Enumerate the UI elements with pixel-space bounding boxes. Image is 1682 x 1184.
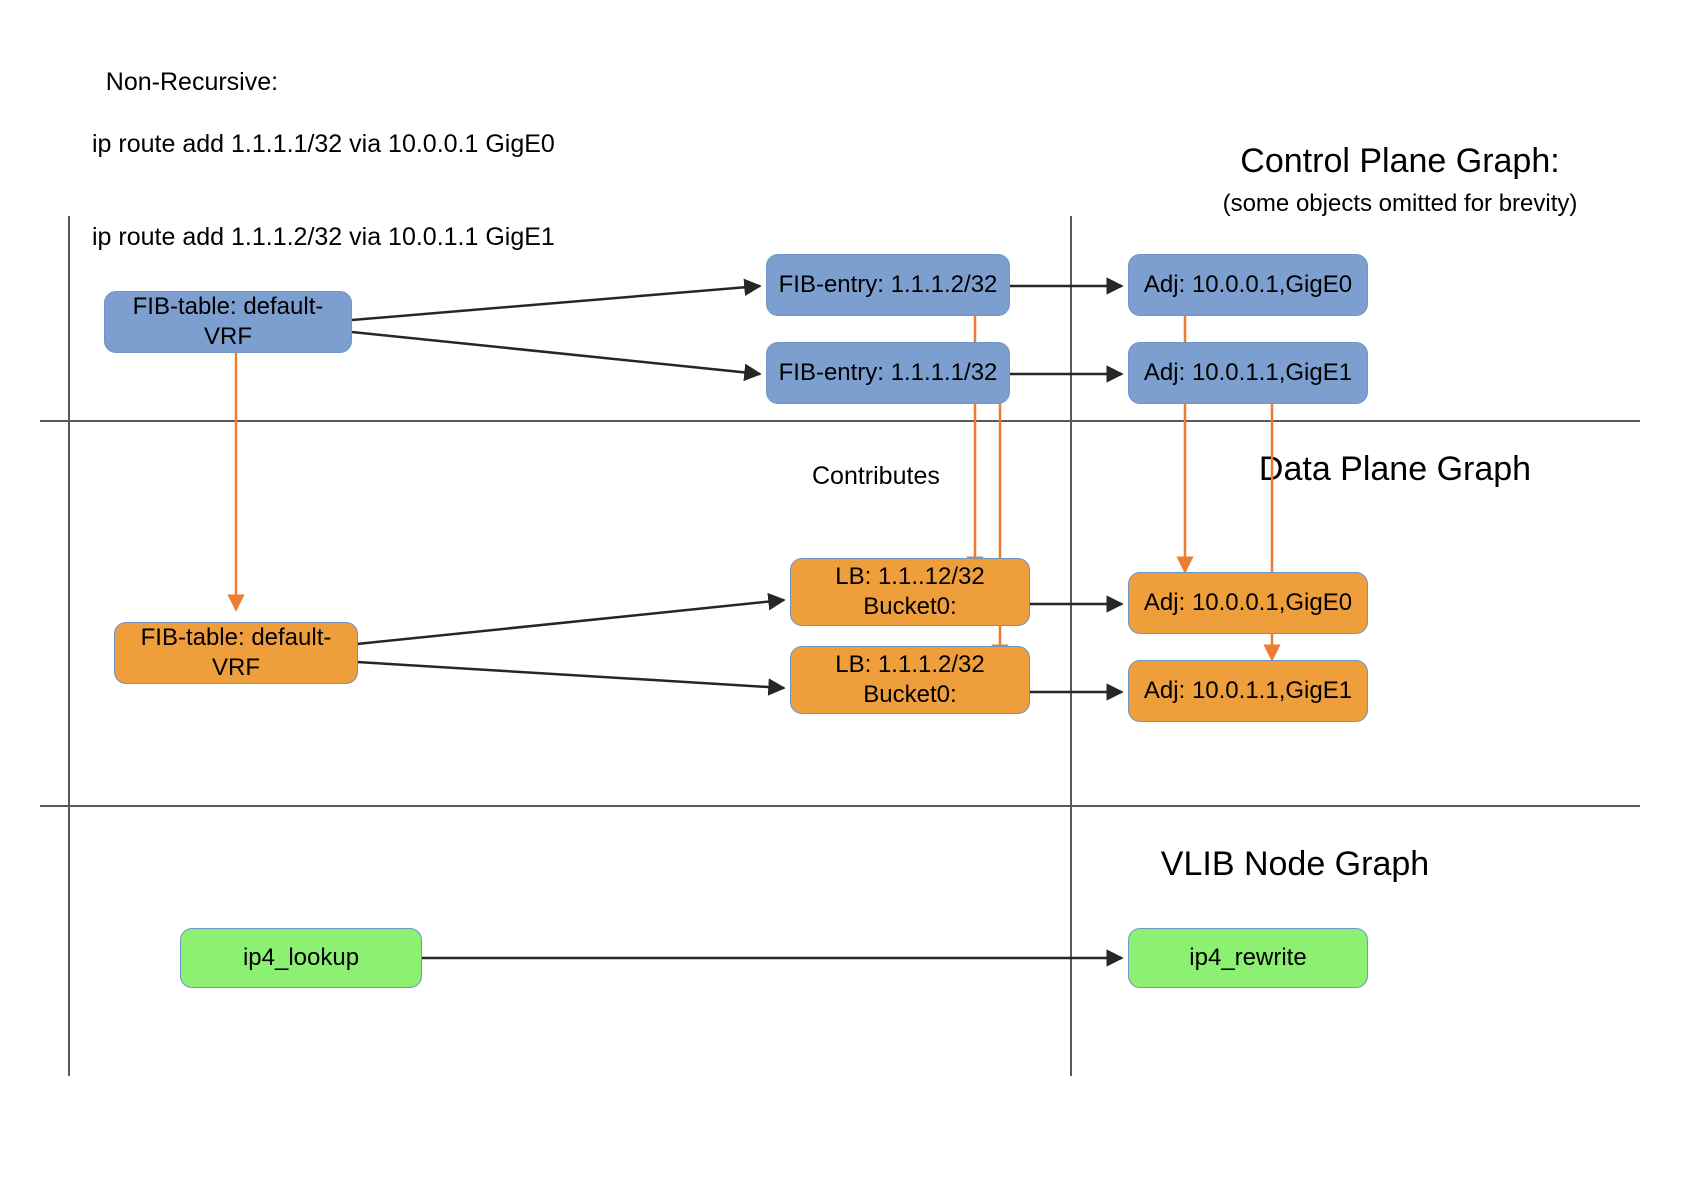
node-label: Adj: 10.0.0.1,GigE0 bbox=[1143, 589, 1353, 616]
contributes-label: Contributes bbox=[812, 462, 940, 490]
node-data-plane-adj-10-0-1-1[interactable]: Adj: 10.0.1.1,GigE1 bbox=[1128, 660, 1368, 722]
node-control-plane-adj-10-0-0-1[interactable]: Adj: 10.0.0.1,GigE0 bbox=[1128, 254, 1368, 316]
node-label: ip4_rewrite bbox=[1189, 944, 1307, 971]
left-margin-rule bbox=[68, 216, 70, 1076]
control-plane-graph-title: Control Plane Graph: bbox=[1240, 142, 1560, 180]
node-label: Adj: 10.0.1.1,GigE1 bbox=[1143, 677, 1353, 704]
node-data-plane-adj-10-0-0-1[interactable]: Adj: 10.0.0.1,GigE0 bbox=[1128, 572, 1368, 634]
node-data-plane-lb-1[interactable]: LB: 1.1.1.2/32 Bucket0: bbox=[790, 646, 1030, 714]
caption-line-3: ip route add 1.1.1.2/32 via 10.0.1.1 Gig… bbox=[92, 223, 555, 251]
node-vlib-ip4-lookup[interactable]: ip4_lookup bbox=[180, 928, 422, 988]
node-label: Adj: 10.0.1.1,GigE1 bbox=[1143, 359, 1353, 386]
node-bucket-label: Bucket0: bbox=[863, 681, 957, 708]
control-data-plane-divider bbox=[40, 420, 1640, 422]
caption-line-1: Non-Recursive: bbox=[105, 68, 279, 96]
vlib-node-graph-title: VLIB Node Graph bbox=[1160, 845, 1430, 883]
node-control-plane-fib-entry-1-1-1-1[interactable]: FIB-entry: 1.1.1.1/32 bbox=[766, 342, 1010, 404]
route-config-caption: Non-Recursive: ip route add 1.1.1.1/32 v… bbox=[78, 36, 555, 315]
node-vlib-ip4-rewrite[interactable]: ip4_rewrite bbox=[1128, 928, 1368, 988]
node-data-plane-fib-table[interactable]: FIB-table: default-VRF bbox=[114, 622, 358, 684]
column-divider-rule bbox=[1070, 216, 1072, 1076]
node-label: LB: 1.1..12/32 bbox=[835, 563, 985, 590]
node-label: FIB-entry: 1.1.1.2/32 bbox=[778, 271, 998, 298]
node-label: Adj: 10.0.0.1,GigE0 bbox=[1143, 271, 1353, 298]
data-plane-graph-title: Data Plane Graph bbox=[1258, 450, 1532, 488]
node-data-plane-lb-0[interactable]: LB: 1.1..12/32 Bucket0: bbox=[790, 558, 1030, 626]
node-bucket-label: Bucket0: bbox=[863, 593, 957, 620]
node-label: FIB-table: default-VRF bbox=[132, 293, 324, 350]
caption-line-2: ip route add 1.1.1.1/32 via 10.0.0.1 Gig… bbox=[92, 130, 555, 158]
node-control-plane-fib-table[interactable]: FIB-table: default-VRF bbox=[104, 291, 352, 353]
node-label: ip4_lookup bbox=[242, 944, 360, 971]
data-plane-vlib-divider bbox=[40, 805, 1640, 807]
node-label: LB: 1.1.1.2/32 bbox=[835, 651, 985, 678]
node-control-plane-adj-10-0-1-1[interactable]: Adj: 10.0.1.1,GigE1 bbox=[1128, 342, 1368, 404]
node-label: FIB-entry: 1.1.1.1/32 bbox=[778, 359, 998, 386]
node-label: FIB-table: default-VRF bbox=[140, 624, 332, 681]
control-plane-graph-subtitle: (some objects omitted for brevity) bbox=[1222, 190, 1578, 217]
node-control-plane-fib-entry-1-1-1-2[interactable]: FIB-entry: 1.1.1.2/32 bbox=[766, 254, 1010, 316]
